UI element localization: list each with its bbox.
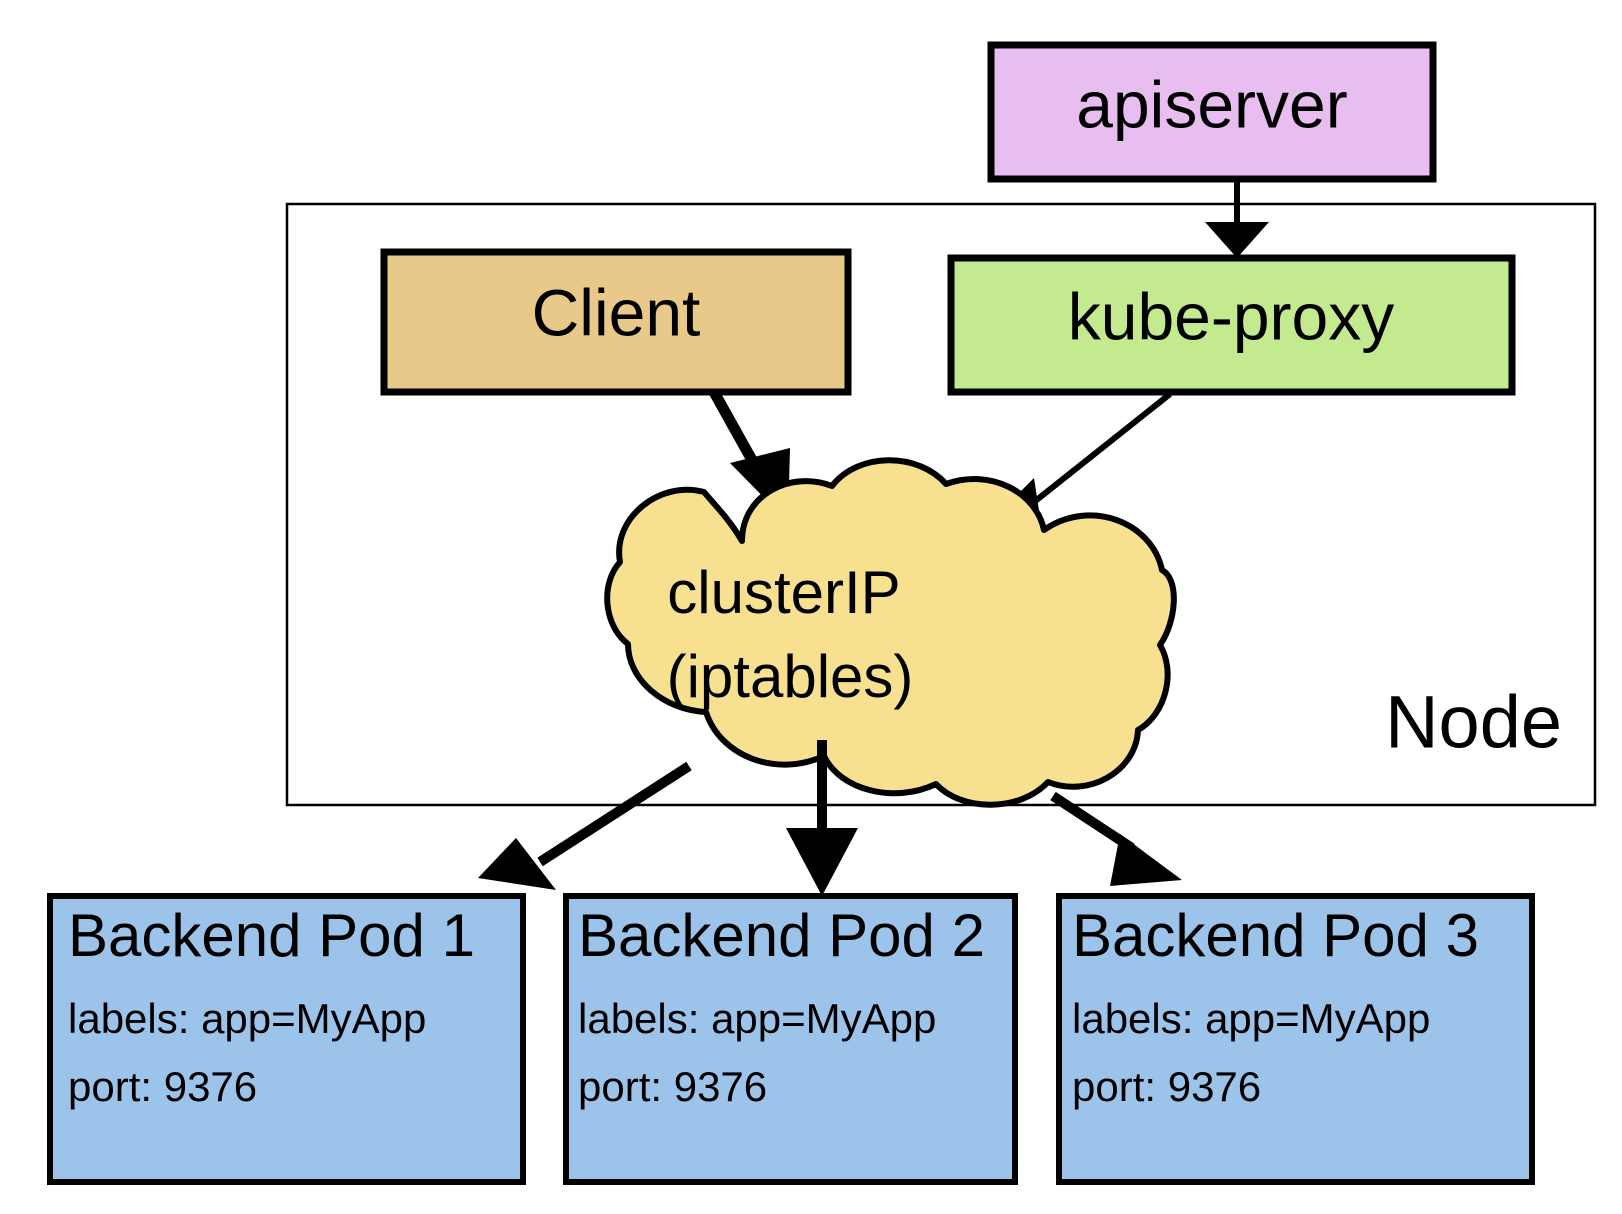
client-label: Client: [532, 275, 701, 349]
clusterip-label-line2: (iptables): [667, 643, 914, 710]
backend-pod-1-port: port: 9376: [68, 1063, 257, 1110]
edge-clusterip-pod2-arrowhead: [786, 828, 858, 896]
backend-pod-2-labels: labels: app=MyApp: [578, 995, 936, 1042]
backend-pod-3-box[interactable]: [1056, 893, 1535, 1185]
backend-pod-2-port: port: 9376: [578, 1063, 767, 1110]
backend-pod-3-port: port: 9376: [1072, 1063, 1261, 1110]
edge-clusterip-pod1: [537, 761, 692, 867]
edge-apiserver-kubeproxy-arrowhead: [1205, 222, 1269, 258]
edge-clusterip-pod3: [1050, 791, 1135, 853]
apiserver-label: apiserver: [1076, 67, 1347, 141]
edge-clusterip-pod3-arrowhead: [1110, 834, 1182, 886]
backend-pod-3-title: Backend Pod 3: [1072, 902, 1479, 969]
kube-proxy-box[interactable]: [947, 254, 1516, 396]
backend-pod-1-title: Backend Pod 1: [68, 902, 475, 969]
edge-kubeproxy-clusterip: [1022, 391, 1172, 513]
backend-pod-2-title: Backend Pod 2: [578, 902, 985, 969]
backend-pod-3-labels: labels: app=MyApp: [1072, 995, 1430, 1042]
kube-proxy-label: kube-proxy: [1068, 279, 1395, 353]
apiserver-box[interactable]: [987, 41, 1437, 183]
node-label: Node: [1385, 681, 1562, 764]
edge-clusterip-pod1-arrowhead: [478, 838, 556, 890]
clusterip-label-line1: clusterIP: [667, 559, 900, 626]
client-box[interactable]: [380, 248, 852, 396]
backend-pod-1-labels: labels: app=MyApp: [68, 995, 426, 1042]
backend-pod-1-box[interactable]: [47, 893, 526, 1185]
backend-pod-2-box[interactable]: [563, 893, 1018, 1185]
clusterip-cloud[interactable]: [604, 457, 1177, 808]
